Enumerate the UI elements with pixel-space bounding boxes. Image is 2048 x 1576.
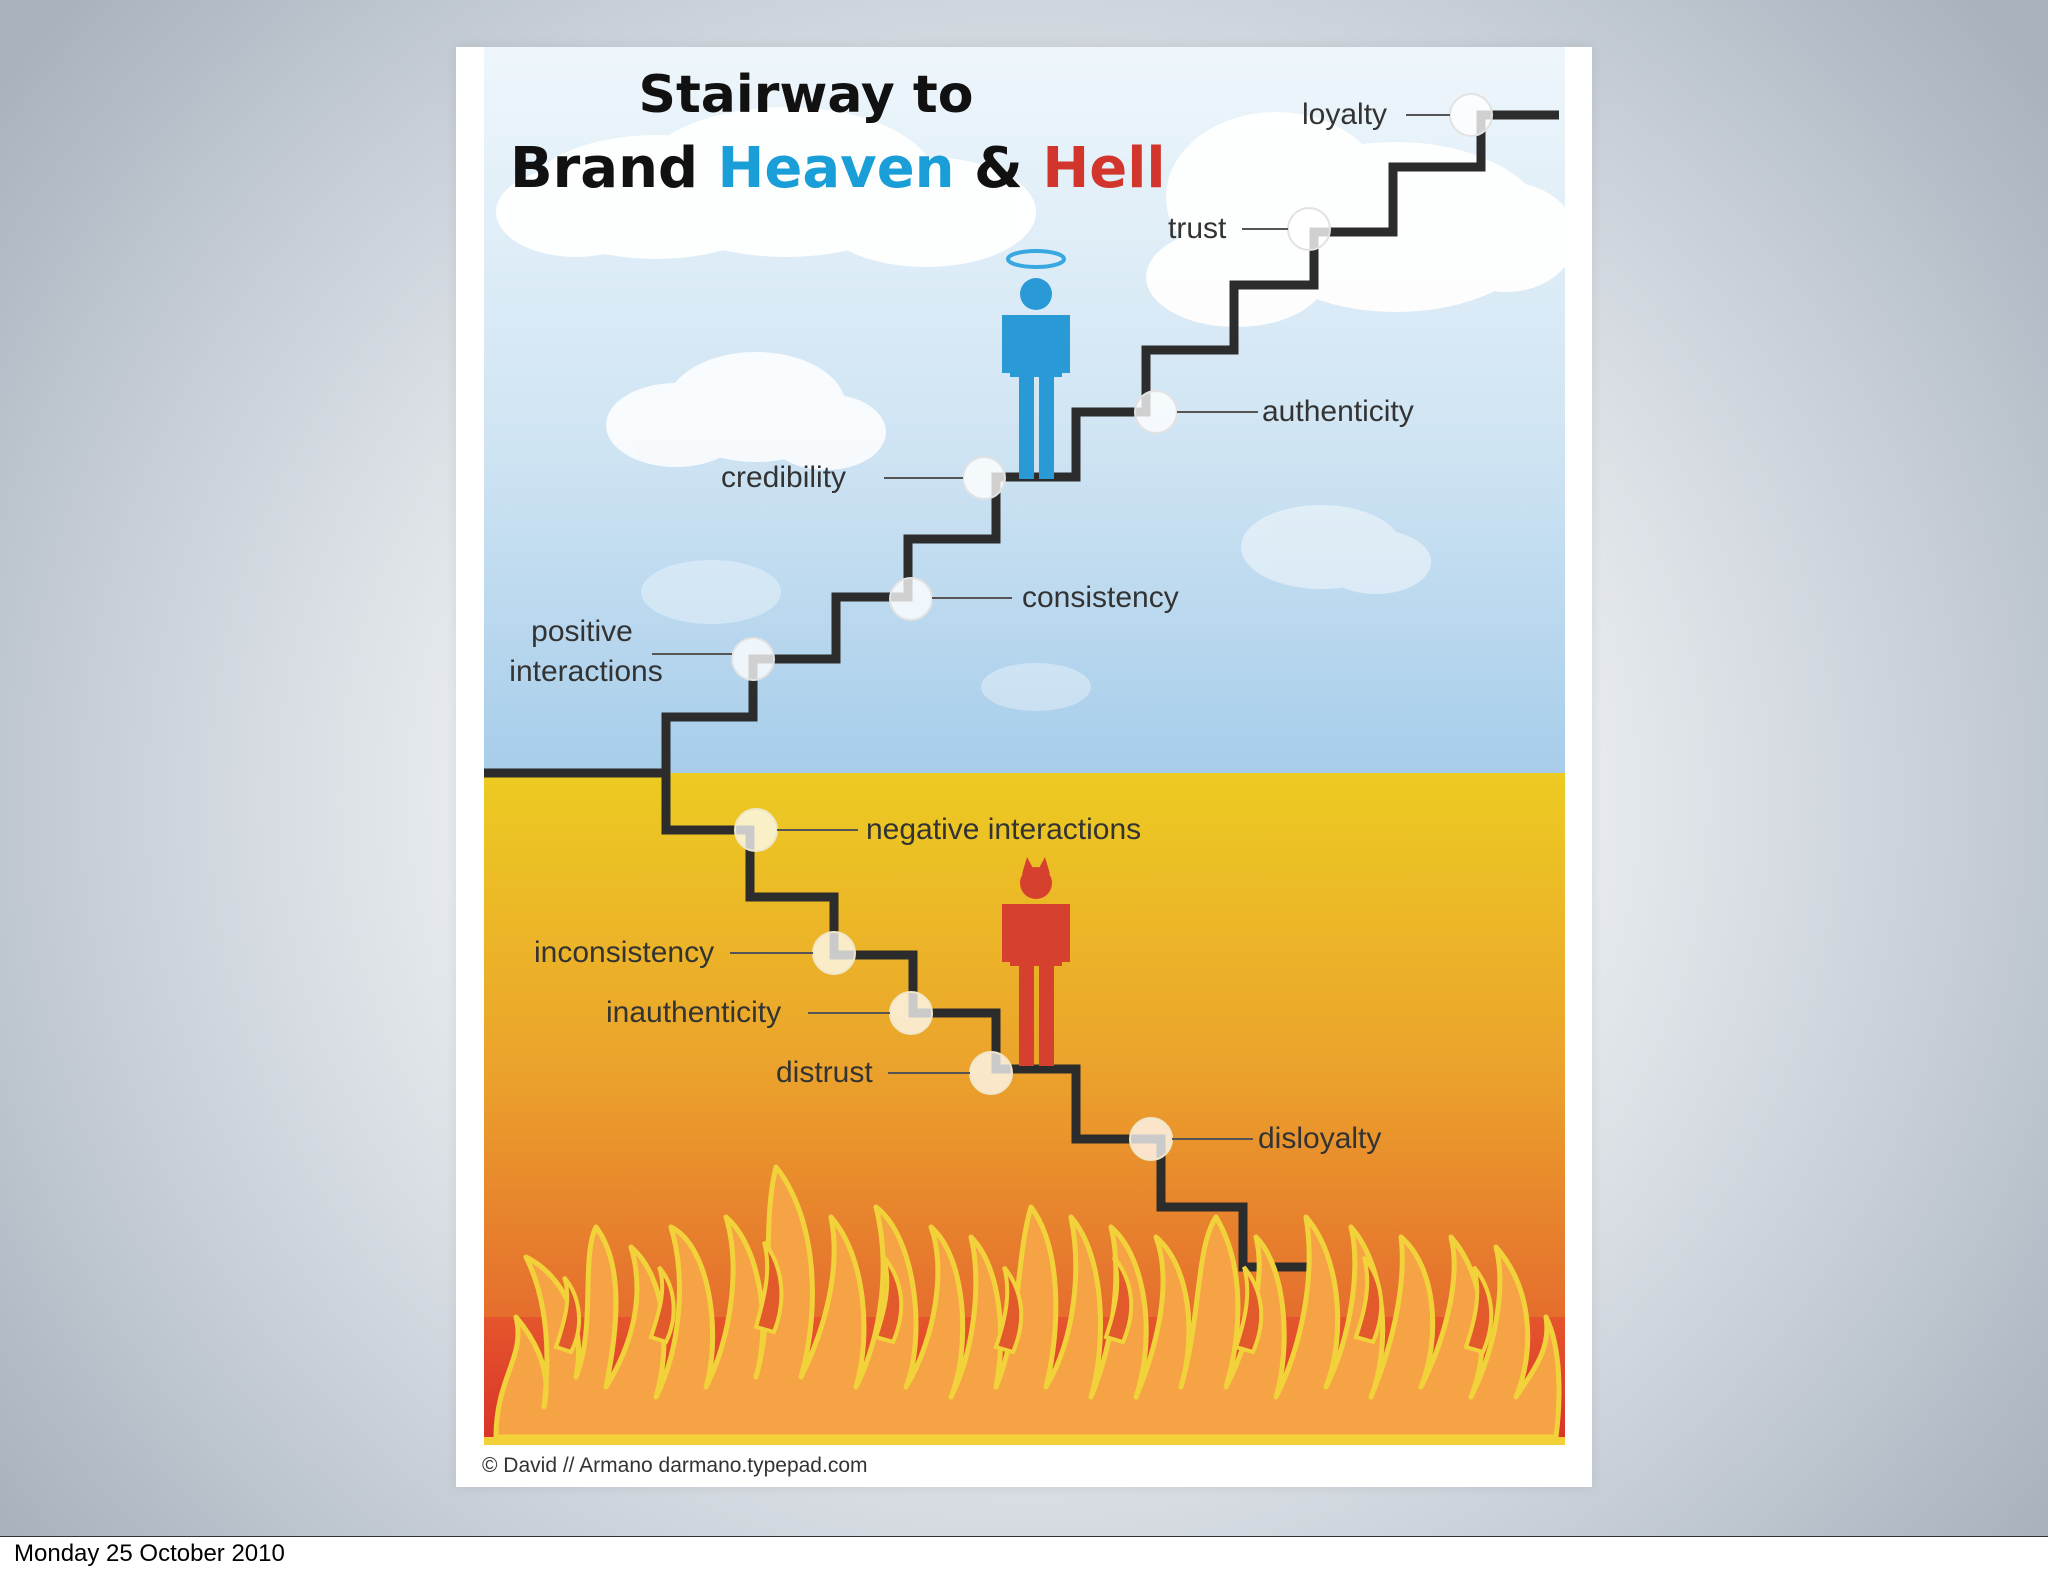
cloud-middle	[606, 352, 886, 470]
label-distrust: distrust	[776, 1056, 873, 1089]
marker-positive-interactions	[731, 637, 775, 681]
diagram-title-line1: Stairway to	[639, 65, 974, 125]
slide-background: Stairway to Brand Heaven & Hell	[0, 0, 2048, 1537]
marker-loyalty	[1449, 93, 1493, 137]
devil-figure	[1002, 857, 1070, 1066]
cloud-title	[496, 107, 1036, 267]
title-hell: Hell	[1042, 136, 1165, 201]
label-inauthenticity: inauthenticity	[606, 996, 781, 1029]
marker-disloyalty	[1129, 1117, 1173, 1161]
marker-authenticity	[1134, 390, 1178, 434]
label-consistency: consistency	[1022, 581, 1179, 614]
halo-icon	[1006, 249, 1066, 269]
hell-staircase	[661, 773, 1316, 1272]
hell-step-markers	[734, 808, 1173, 1161]
marker-consistency	[889, 577, 933, 621]
diagram-card: Stairway to Brand Heaven & Hell	[456, 47, 1592, 1487]
label-authenticity: authenticity	[1262, 395, 1414, 428]
label-loyalty: loyalty	[1302, 98, 1387, 131]
footer-date: Monday 25 October 2010	[14, 1540, 285, 1567]
diagram-title-line2: Brand Heaven & Hell	[510, 136, 1166, 201]
credit-text: © David // Armano darmano.typepad.com	[482, 1454, 868, 1477]
title-heaven: Heaven	[718, 136, 955, 201]
flames-icon	[484, 1164, 1565, 1445]
marker-credibility	[962, 456, 1006, 500]
label-interactions: interactions	[509, 655, 662, 688]
label-disloyalty: disloyalty	[1258, 1122, 1381, 1155]
label-trust: trust	[1168, 212, 1227, 245]
cloud-small-right	[1241, 505, 1431, 594]
label-positive: positive	[531, 615, 633, 648]
marker-inconsistency	[812, 931, 856, 975]
label-credibility: credibility	[721, 461, 846, 494]
marker-negative-interactions	[734, 808, 778, 852]
heaven-leader-lines	[652, 114, 1450, 655]
label-negative-interactions: negative interactions	[866, 813, 1141, 846]
label-inconsistency: inconsistency	[534, 936, 714, 969]
hell-leader-lines	[730, 829, 1253, 1140]
stairway-diagram: Stairway to Brand Heaven & Hell	[482, 47, 1576, 1477]
marker-distrust	[969, 1051, 1013, 1095]
angel-figure	[1002, 249, 1070, 479]
title-ampersand: &	[955, 136, 1043, 201]
marker-trust	[1287, 207, 1331, 251]
title-brand: Brand	[510, 136, 718, 201]
cloud-top-right	[1146, 112, 1576, 327]
marker-inauthenticity	[889, 991, 933, 1035]
cloud-faint-left	[641, 560, 1091, 711]
